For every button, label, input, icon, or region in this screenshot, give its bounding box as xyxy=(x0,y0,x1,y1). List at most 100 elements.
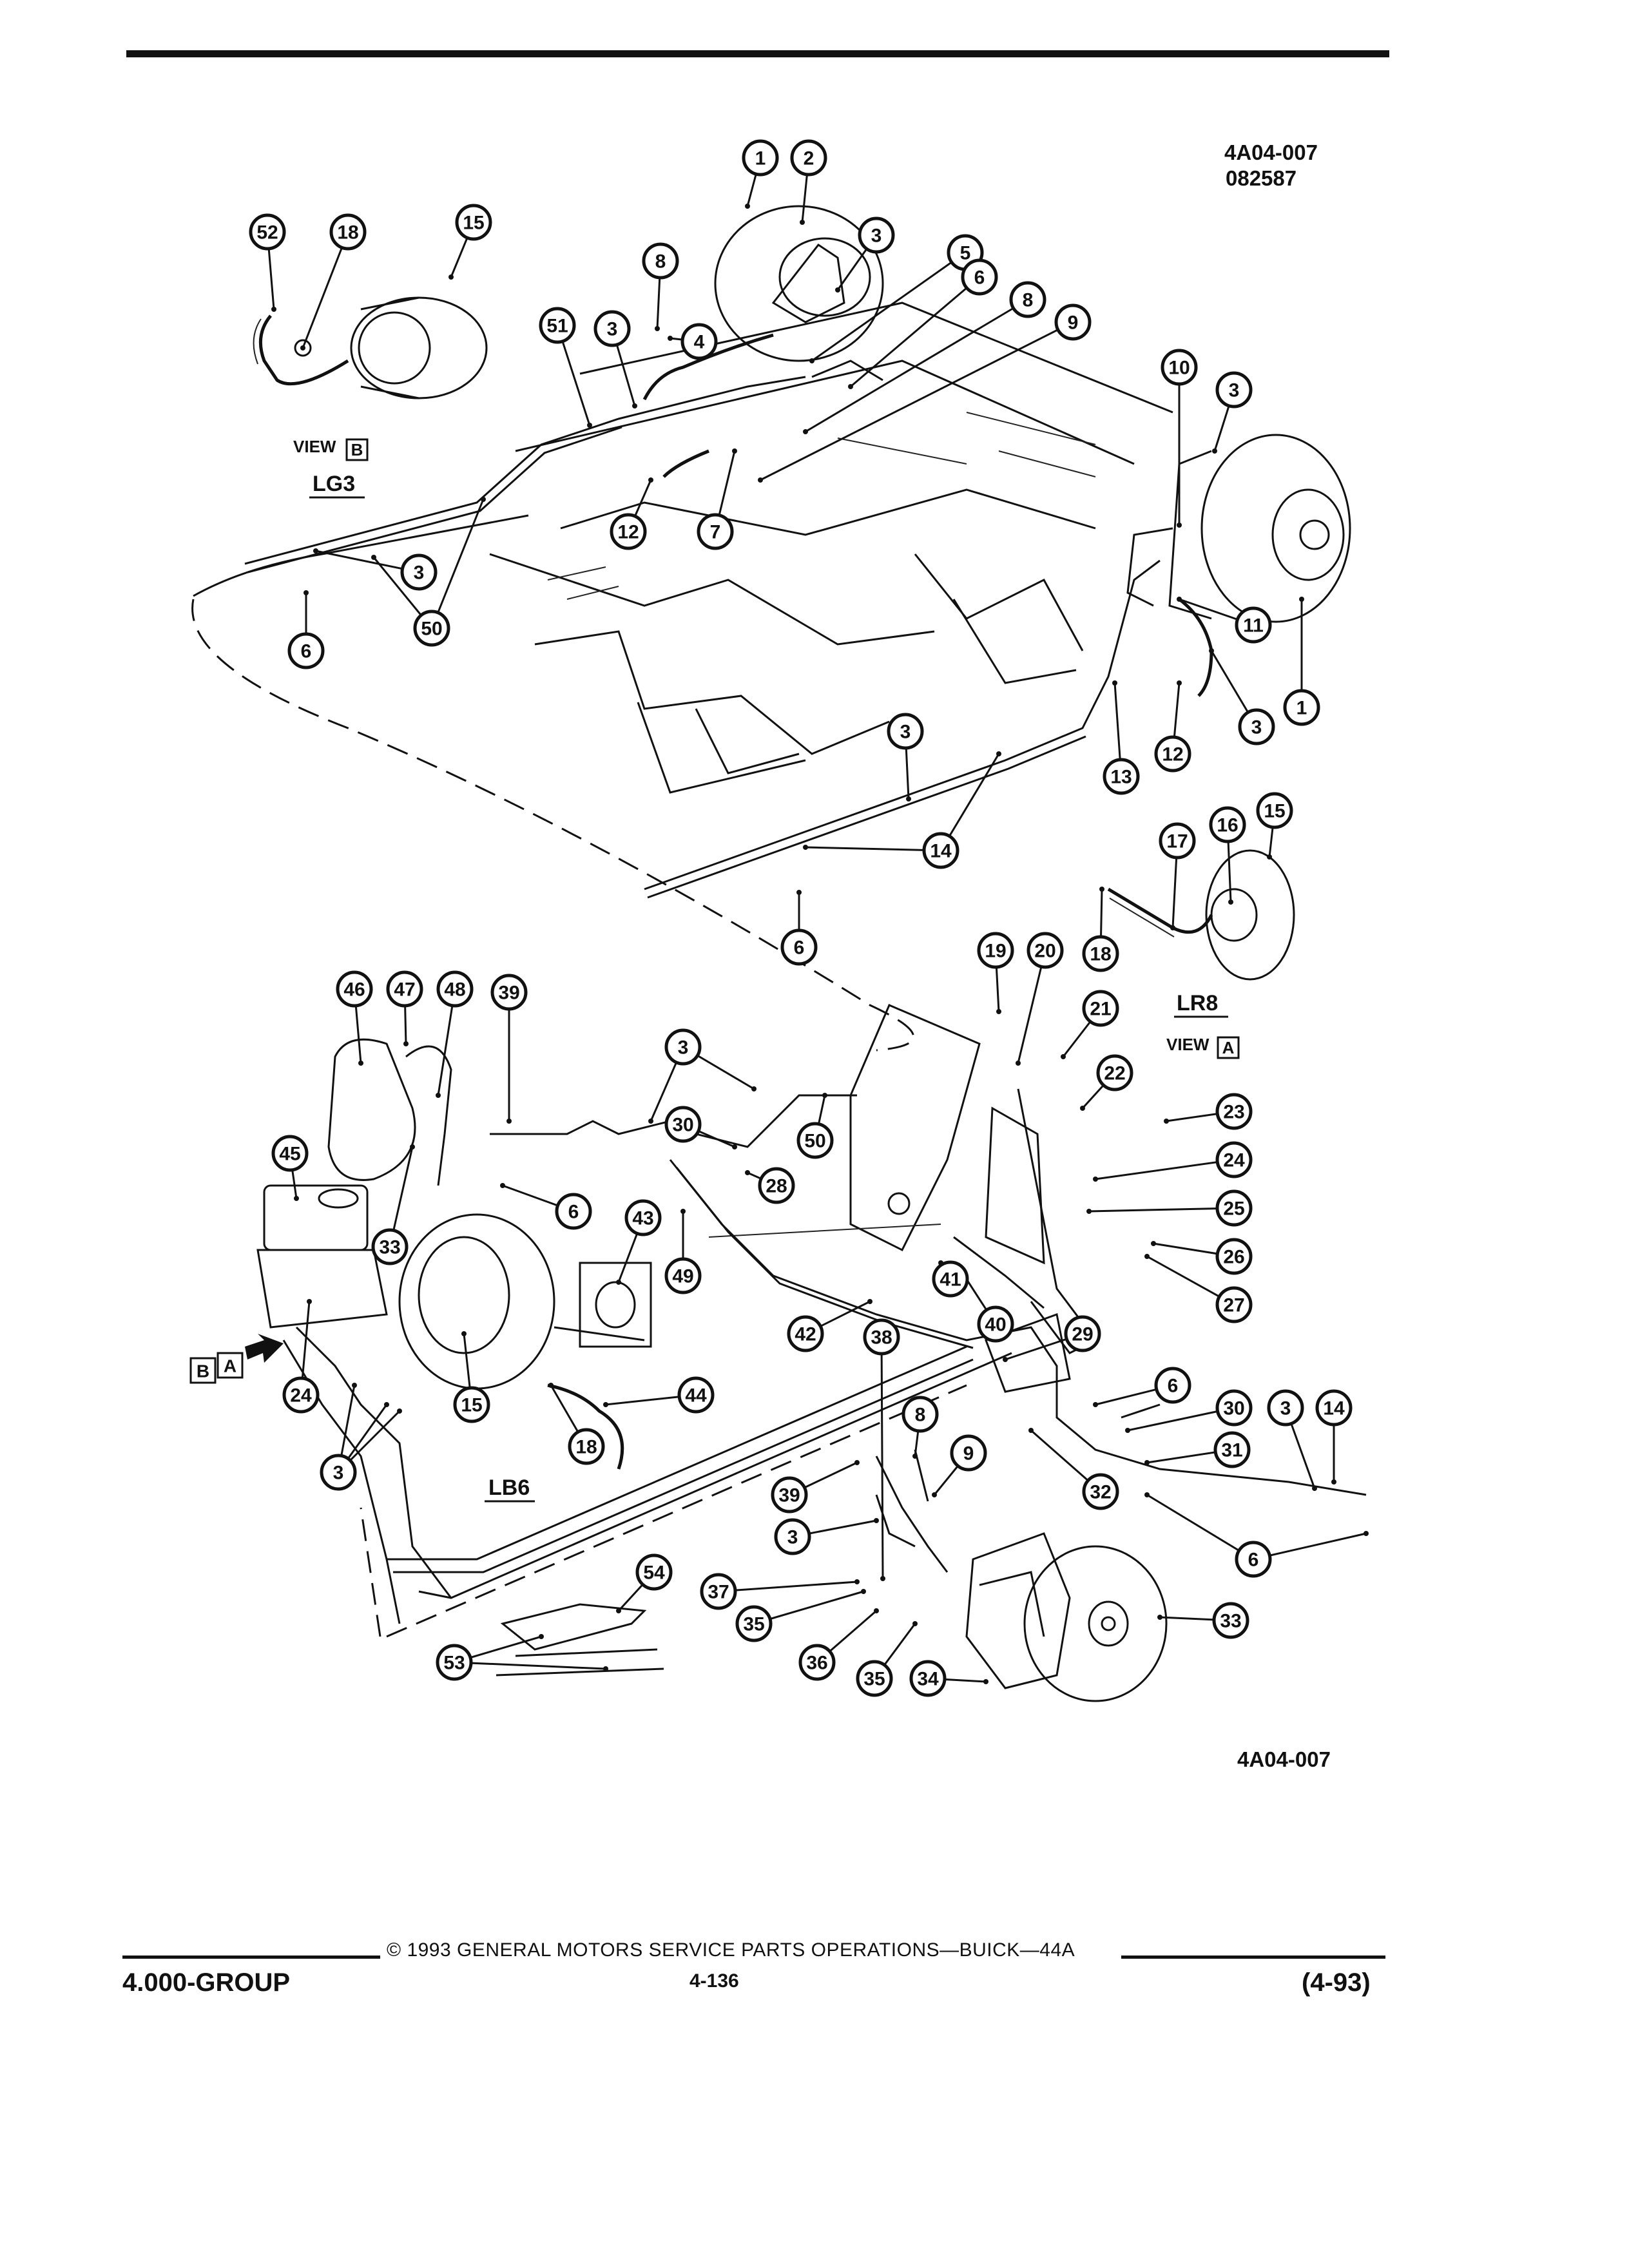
callout-54: 54 xyxy=(635,1553,673,1591)
callout-18: 18 xyxy=(1082,935,1119,972)
callout-leader-14 xyxy=(940,753,1000,851)
leader-tip xyxy=(1151,1241,1156,1246)
disc-brake-caliper-rotor xyxy=(875,1449,1168,1702)
leader-tip xyxy=(835,287,840,293)
callout-number: 3 xyxy=(871,226,882,247)
callout-28: 28 xyxy=(758,1167,795,1204)
leader-tip xyxy=(481,497,486,502)
callout-leader-24 xyxy=(1095,1158,1235,1180)
callout-circle xyxy=(1027,932,1064,969)
leader-tip xyxy=(680,1209,686,1214)
callout-circle xyxy=(664,1106,702,1143)
callout-number: 27 xyxy=(1223,1295,1244,1316)
callout-36: 36 xyxy=(798,1644,836,1681)
leader-tip xyxy=(436,1093,441,1098)
callout-6: 6 xyxy=(287,632,325,669)
callout-41: 41 xyxy=(932,1260,969,1298)
leader-tip xyxy=(912,1621,918,1626)
leader-lines xyxy=(266,157,1369,1684)
callout-number: 3 xyxy=(678,1037,689,1059)
callout-number: 3 xyxy=(900,722,911,743)
callout-6: 6 xyxy=(1235,1541,1272,1578)
callout-circle xyxy=(642,242,679,280)
callout-number: 24 xyxy=(1223,1150,1245,1171)
callout-circle xyxy=(735,1605,773,1642)
callout-number: 6 xyxy=(1168,1376,1179,1397)
leader-tip xyxy=(668,336,673,341)
leader-tip xyxy=(648,1119,653,1124)
callout-number: 49 xyxy=(672,1266,693,1287)
callout-circle xyxy=(371,1228,409,1265)
leader-tip xyxy=(294,1196,299,1201)
callout-circle xyxy=(455,204,492,241)
callout-1: 1 xyxy=(1283,689,1320,726)
callout-leader-6 xyxy=(1146,1494,1254,1561)
callout-leader-18 xyxy=(302,231,349,349)
callout-number: 42 xyxy=(795,1324,816,1345)
leader-tip xyxy=(861,1589,866,1594)
callout-circle xyxy=(787,1315,824,1352)
leader-tip xyxy=(1164,1119,1169,1124)
leader-tip xyxy=(1016,1061,1021,1066)
callout-circle xyxy=(329,213,367,251)
callout-14: 14 xyxy=(1315,1389,1353,1427)
callout-number: 16 xyxy=(1217,815,1238,836)
leader-tip xyxy=(616,1280,621,1285)
callout-circle xyxy=(568,1428,605,1465)
callout-circle xyxy=(271,1135,309,1172)
callout-3: 3 xyxy=(858,216,895,254)
leader-tip xyxy=(500,1183,505,1188)
callout-leader-5 xyxy=(811,251,966,362)
callout-number: 14 xyxy=(930,841,952,862)
callout-number: 3 xyxy=(333,1463,344,1484)
callout-circle xyxy=(1215,1389,1253,1427)
bottom-figure-code: 4A04-007 xyxy=(1237,1747,1331,1771)
view-a-option: LR8 xyxy=(1177,991,1218,1015)
leader-tip xyxy=(854,1579,860,1584)
leader-tip xyxy=(1267,854,1272,860)
callout-circle xyxy=(798,1644,836,1681)
callout-3: 3 xyxy=(1215,371,1253,408)
callout-51: 51 xyxy=(539,307,576,344)
callout-40: 40 xyxy=(977,1305,1014,1343)
leader-tip xyxy=(1157,1615,1162,1620)
leader-tip xyxy=(1093,1402,1098,1407)
callout-number: 44 xyxy=(685,1385,707,1407)
callout-38: 38 xyxy=(863,1318,900,1356)
leader-tip xyxy=(803,845,808,850)
lower-dashed-line xyxy=(386,1384,967,1638)
callout-circle xyxy=(1154,1367,1191,1404)
leader-tip xyxy=(1125,1428,1130,1433)
callout-8: 8 xyxy=(901,1396,939,1433)
callout-6: 6 xyxy=(1154,1367,1191,1404)
callout-circle xyxy=(977,1305,1014,1343)
callout-number: 23 xyxy=(1223,1102,1244,1123)
callout-19: 19 xyxy=(977,932,1014,969)
callout-circle xyxy=(1315,1389,1353,1427)
callout-number: 48 xyxy=(444,979,465,1001)
top-rule xyxy=(126,50,1389,57)
leader-tip xyxy=(996,1009,1001,1014)
leader-tip xyxy=(304,590,309,595)
callout-circle xyxy=(249,213,286,251)
leader-tip xyxy=(1331,1479,1336,1485)
leader-tip xyxy=(880,1576,885,1581)
view-b-word: VIEW xyxy=(293,437,336,456)
callout-number: 25 xyxy=(1223,1198,1244,1220)
leader-tip xyxy=(1099,887,1104,892)
callout-leader-20 xyxy=(1017,950,1046,1064)
leader-tip xyxy=(1212,448,1217,454)
callout-circle xyxy=(922,832,959,869)
callout-circle xyxy=(1215,1286,1253,1323)
callout-3: 3 xyxy=(1267,1389,1304,1427)
callout-number: 33 xyxy=(1220,1611,1241,1632)
callout-circle xyxy=(780,928,818,966)
callout-circle xyxy=(664,1028,702,1066)
body-outline-dashed xyxy=(191,599,915,1052)
callout-12: 12 xyxy=(1154,735,1191,773)
leader-tip xyxy=(854,1460,860,1465)
callout-35: 35 xyxy=(735,1605,773,1642)
callout-number: 29 xyxy=(1072,1324,1093,1345)
leader-tip xyxy=(1144,1460,1150,1465)
callout-number: 54 xyxy=(643,1562,665,1584)
